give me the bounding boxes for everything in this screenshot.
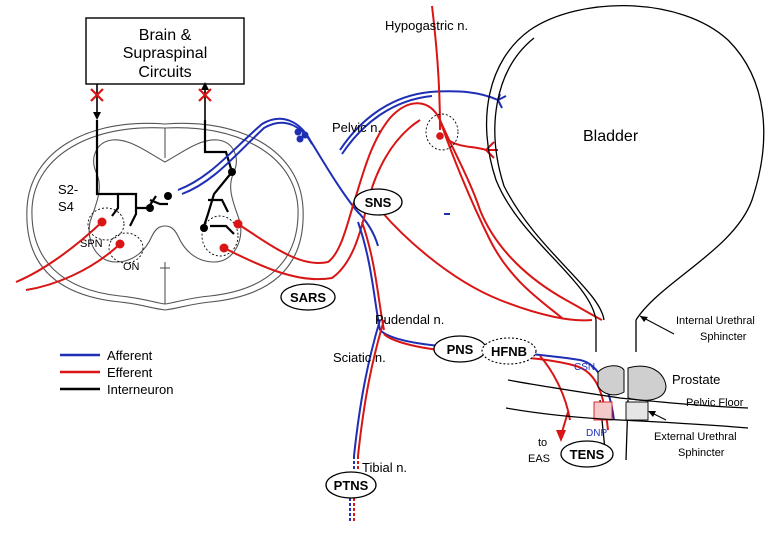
stim-tens: TENS bbox=[560, 440, 614, 468]
pointer-arrows bbox=[639, 315, 675, 421]
stim-sars: SARS bbox=[280, 283, 336, 311]
pelvic-floor-label: Pelvic Floor bbox=[686, 397, 744, 409]
dnp-label: DNP bbox=[586, 428, 607, 439]
prostate-shape bbox=[627, 365, 667, 401]
afferent-terminals bbox=[294, 128, 309, 143]
eas-arrow bbox=[556, 430, 566, 442]
sciatic-label: Sciatic n. bbox=[333, 350, 386, 365]
supraspinal-connections bbox=[93, 82, 209, 120]
pelvic-ganglion bbox=[425, 113, 459, 151]
tens-label: TENS bbox=[570, 447, 605, 462]
hfnb-label: HFNB bbox=[491, 344, 527, 359]
external-sphincter-right bbox=[625, 401, 649, 421]
pudendal-label: Pudendal n. bbox=[375, 312, 444, 327]
external-sphincter-left bbox=[593, 401, 613, 421]
csn-label: CSN bbox=[574, 362, 595, 373]
prostate-left-shape bbox=[597, 365, 625, 396]
spinal-segment-label-1: S2- bbox=[58, 182, 78, 197]
ius-label-1: Internal Urethral bbox=[676, 315, 755, 327]
pudendal-sciatic-bundle bbox=[349, 221, 615, 522]
bladder bbox=[485, 5, 765, 461]
legend-label-afferent: Afferent bbox=[107, 348, 153, 363]
bladder-label: Bladder bbox=[583, 128, 639, 145]
pns-label: PNS bbox=[447, 342, 474, 357]
on-label: ON bbox=[123, 261, 140, 273]
eus-label-2: Sphincter bbox=[678, 447, 725, 459]
block-cross-marks bbox=[90, 88, 212, 102]
interneuron-cells bbox=[146, 168, 236, 232]
eus-label-1: External Urethral bbox=[654, 431, 737, 443]
stim-hfnb: HFNB bbox=[481, 337, 537, 365]
brain-box-line3: Circuits bbox=[138, 64, 191, 81]
legend-label-interneuron: Interneuron bbox=[107, 382, 174, 397]
ptns-label: PTNS bbox=[334, 478, 369, 493]
spinal-nuclei bbox=[87, 207, 239, 264]
spn-label: SPN bbox=[80, 238, 103, 250]
stim-pns: PNS bbox=[433, 335, 487, 363]
pelvic-floor-lines bbox=[505, 379, 749, 429]
ius-label-2: Sphincter bbox=[700, 331, 747, 343]
pelvic-label: Pelvic n. bbox=[332, 120, 381, 135]
brain-box-line1: Brain & bbox=[139, 27, 192, 44]
eas-label-2: EAS bbox=[528, 453, 550, 465]
spinal-cord bbox=[26, 122, 304, 311]
brain-box: Brain & Supraspinal Circuits bbox=[85, 17, 245, 85]
spinal-segment-label-2: S4 bbox=[58, 199, 74, 214]
hypogastric-label: Hypogastric n. bbox=[385, 18, 468, 33]
stim-ptns: PTNS bbox=[325, 471, 377, 499]
tibial-label: Tibial n. bbox=[362, 460, 407, 475]
sars-label: SARS bbox=[290, 290, 326, 305]
sns-label: SNS bbox=[365, 195, 392, 210]
legend-label-efferent: Efferent bbox=[107, 365, 153, 380]
stim-sns: SNS bbox=[353, 188, 403, 216]
hypogastric-efferent bbox=[431, 5, 563, 319]
ganglion-cell bbox=[436, 132, 444, 140]
eas-label-1: to bbox=[538, 437, 547, 449]
prostate-label: Prostate bbox=[672, 372, 720, 387]
legend: Afferent Efferent Interneuron bbox=[60, 348, 174, 397]
brain-box-line2: Supraspinal bbox=[123, 45, 208, 62]
